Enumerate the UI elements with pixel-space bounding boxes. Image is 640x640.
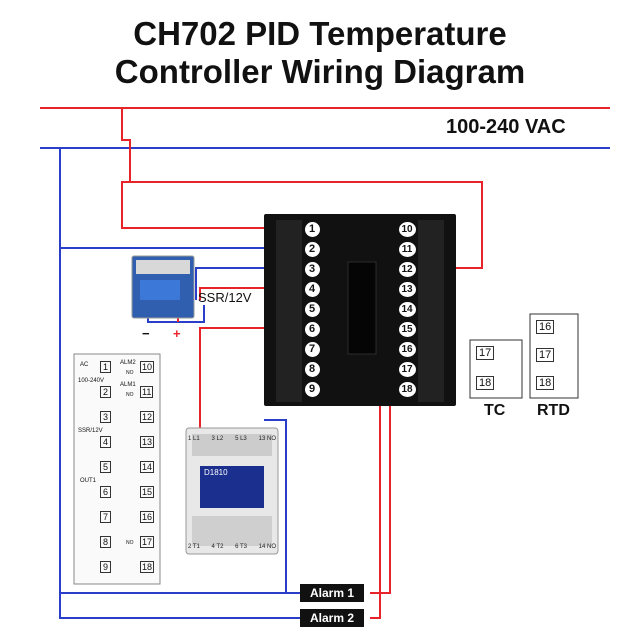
neutral-wire-to-alarm2	[59, 593, 300, 619]
legend-terminal: 1	[100, 361, 112, 373]
legend-box	[73, 353, 161, 585]
legend-terminal: 14	[140, 461, 155, 473]
rtd-label: RTD	[537, 402, 570, 419]
alarm1-label: Alarm 1	[300, 584, 365, 602]
terminal-number: 5	[304, 301, 320, 317]
terminal-number: 10	[398, 221, 416, 237]
terminal-number: 8	[304, 361, 320, 377]
tc-terminal-18: 18	[476, 376, 495, 390]
ssr-plus-label: +	[173, 326, 181, 341]
alarm2-label: Alarm 2	[300, 609, 365, 627]
contactor-terminal-label: 14 NO	[258, 544, 276, 550]
legend-right-column: 10 11 12 13 14 15 16 17 18	[140, 361, 158, 587]
rtd-terminal-16: 16	[536, 320, 555, 334]
legend-terminal: 9	[100, 561, 112, 573]
contactor-terminal-label: 5 L3	[235, 436, 247, 442]
legend-text-ssr: SSR/12V	[78, 428, 103, 434]
controller-left-terminals	[276, 220, 302, 402]
terminal-number: 17	[398, 361, 416, 377]
ssr-minus-label: −	[142, 326, 150, 341]
ssr-wire-t4	[199, 287, 282, 300]
terminal-number: 16	[398, 341, 416, 357]
terminal-number: 1	[304, 221, 320, 237]
rtd-terminal-18: 18	[536, 376, 555, 390]
terminal-number: 14	[398, 301, 416, 317]
legend-terminal: 7	[100, 511, 112, 523]
legend-text-alm2: ALM2	[120, 360, 136, 366]
legend-terminal: 13	[140, 436, 155, 448]
terminal-number: 18	[398, 381, 416, 397]
tc-box	[469, 339, 523, 399]
neutral-wire-to-t2	[59, 148, 282, 249]
legend-terminal: 12	[140, 411, 155, 423]
contactor-terminal-label: 6 T3	[235, 544, 247, 550]
legend-terminal: 2	[100, 386, 112, 398]
legend-terminal: 11	[140, 386, 154, 398]
page-title-line1: CH702 PID Temperature	[133, 15, 507, 52]
legend-terminal: 4	[100, 436, 112, 448]
legend-text-alm1: ALM1	[120, 382, 136, 388]
legend-text-ac: AC	[80, 362, 89, 368]
legend-terminal: 3	[100, 411, 112, 423]
legend-terminal: 17	[140, 536, 155, 548]
contactor-model: D1810	[204, 468, 228, 477]
terminal-number: 13	[398, 281, 416, 297]
contactor-terminal-label: 3 L2	[211, 436, 224, 442]
contactor-bottom-terminals: 2 T1 4 T2 6 T3 14 NO	[188, 544, 276, 550]
controller-left-terminal-labels: 1 2 3 4 5 6 7 8 9	[302, 219, 322, 399]
legend-text-no2: NO	[126, 392, 134, 398]
contactor-terminal-label: 4 T2	[211, 544, 224, 550]
live-wire-to-t1	[121, 108, 278, 229]
legend-text-out1: OUT1	[80, 478, 97, 484]
terminal-number: 6	[304, 321, 320, 337]
legend-terminal: 10	[140, 361, 155, 373]
legend-terminal: 16	[140, 511, 155, 523]
legend-terminal: 8	[100, 536, 112, 548]
terminal-number: 12	[398, 261, 416, 277]
live-wire-to-t12	[130, 181, 483, 269]
legend-terminal: 15	[140, 486, 155, 498]
contactor-top-terminals: 1 L1 3 L2 5 L3 13 NO	[188, 436, 276, 442]
tc-terminal-17: 17	[476, 346, 495, 360]
wire-contactor-no	[264, 419, 287, 593]
legend-terminal: 5	[100, 461, 112, 473]
terminal-number: 9	[304, 381, 320, 397]
page-title-line2: Controller Wiring Diagram	[114, 53, 526, 90]
terminal-number: 2	[304, 241, 320, 257]
supply-voltage-label: 100-240 VAC	[446, 116, 566, 138]
contactor-terminal-label: 13 NO	[258, 436, 276, 442]
terminal-number: 15	[398, 321, 416, 337]
ssr-label: SSR/12V	[198, 290, 252, 305]
legend-terminal: 6	[100, 486, 112, 498]
terminal-number: 7	[304, 341, 320, 357]
ssr-neg-wire	[147, 305, 205, 323]
controller-right-terminals	[418, 220, 444, 402]
terminal-number: 4	[304, 281, 320, 297]
legend-text-no3: NO	[126, 540, 134, 546]
legend-left-column: 1 2 3 4 5 6 7 8 9	[100, 361, 114, 587]
contactor-terminal-label: 1 L1	[188, 436, 200, 442]
terminal-number: 11	[398, 241, 416, 257]
rtd-terminal-17: 17	[536, 348, 555, 362]
legend-text-voltage: 100-240V	[78, 378, 105, 384]
contactor-terminal-label: 2 T1	[188, 544, 200, 550]
controller-right-terminal-labels: 10 11 12 13 14 15 16 17 18	[396, 219, 418, 399]
tc-label: TC	[484, 402, 506, 419]
legend-text-no1: NO	[126, 370, 134, 376]
controller-window	[347, 261, 377, 355]
ssr-wire-t3	[195, 267, 282, 300]
legend-terminal: 18	[140, 561, 155, 573]
terminal-number: 3	[304, 261, 320, 277]
wire-t6-to-contactor	[199, 327, 282, 430]
